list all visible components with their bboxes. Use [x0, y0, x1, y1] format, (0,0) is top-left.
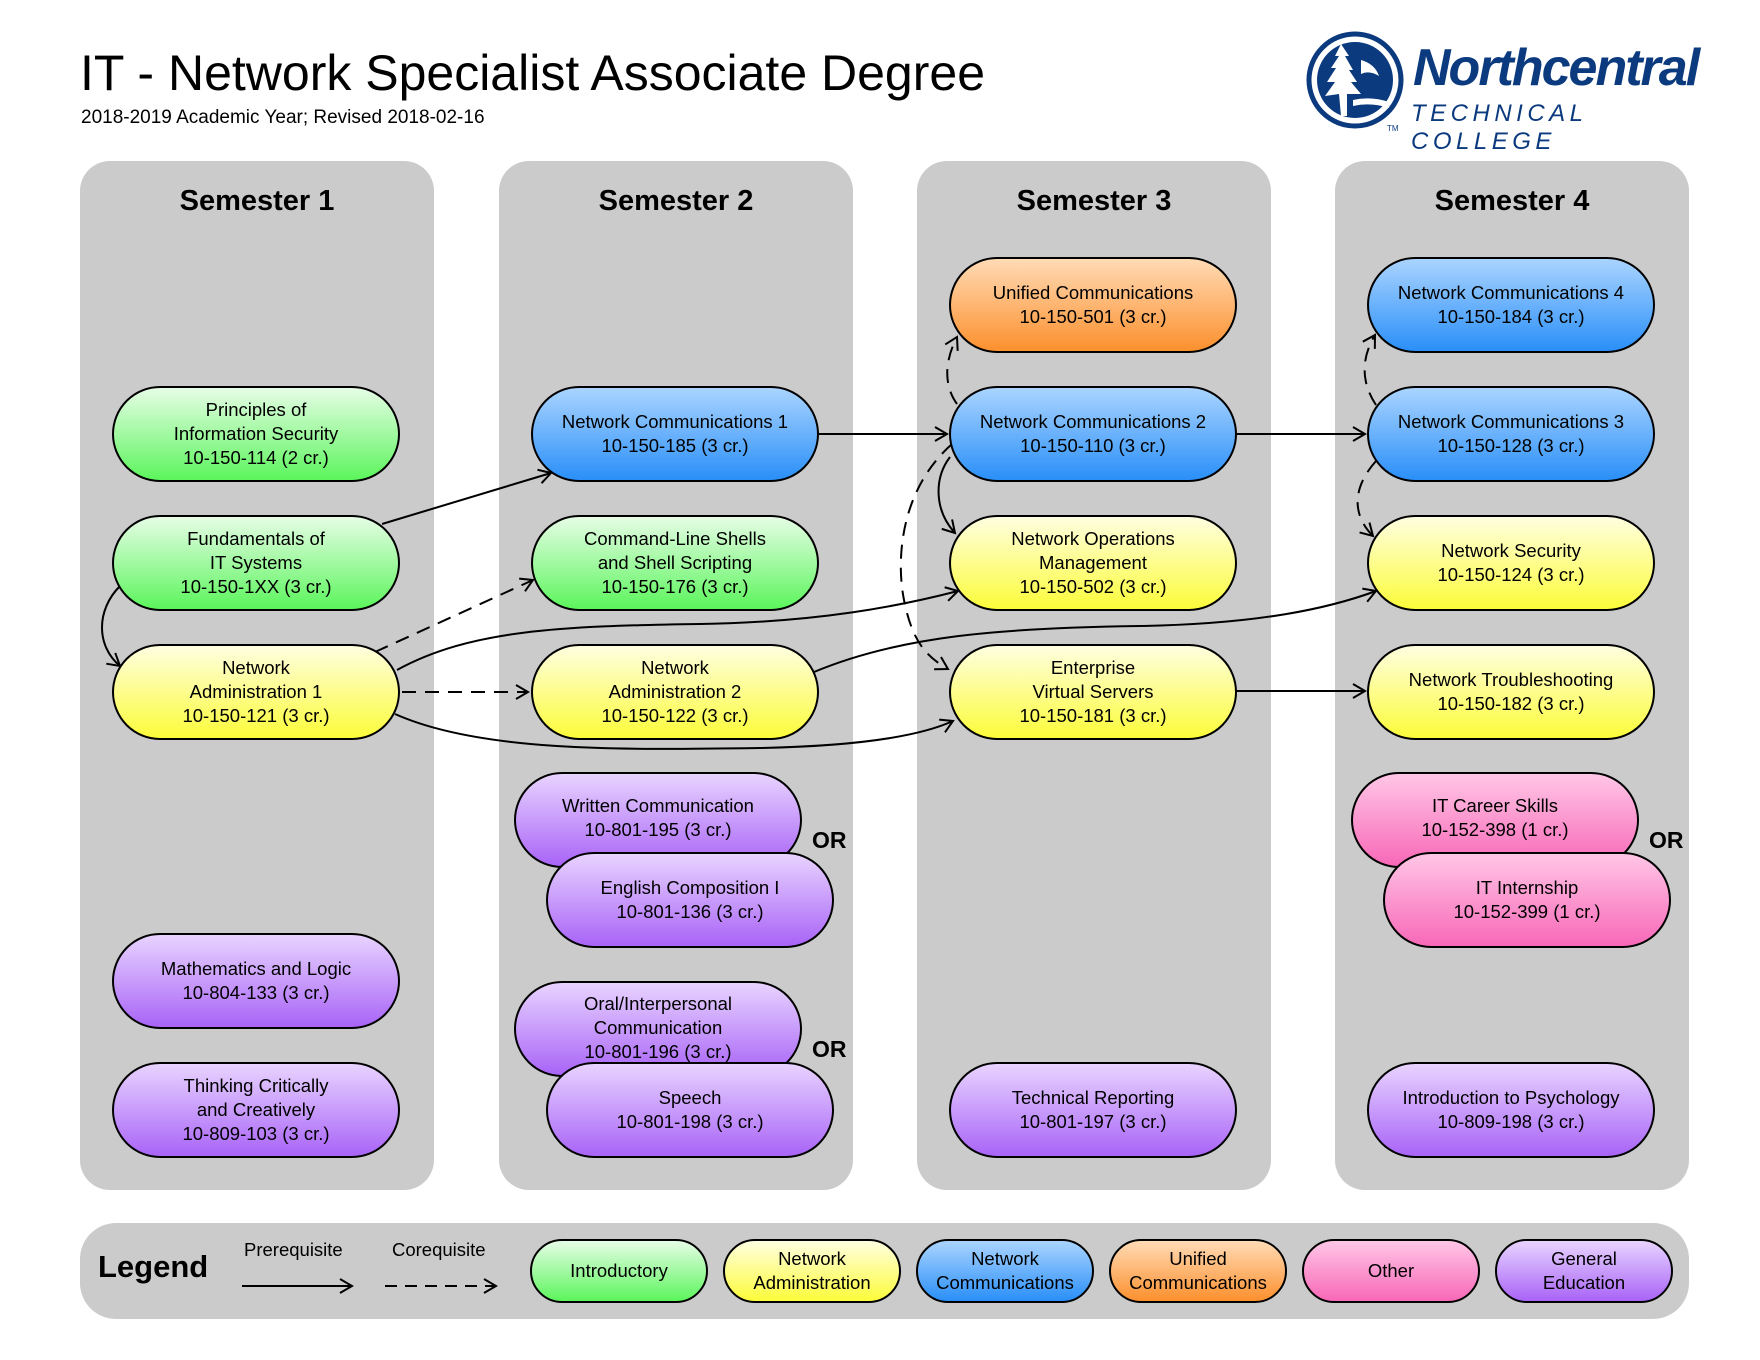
page-subtitle: 2018-2019 Academic Year; Revised 2018-02…	[81, 107, 485, 128]
or-label-oral-speech: OR	[812, 1036, 847, 1062]
legend-prerequisite-label: Prerequisite	[244, 1239, 343, 1260]
legend-network-communications: Network Communications	[916, 1239, 1094, 1303]
college-logo: Northcentral TECHNICAL COLLEGE TM	[1305, 30, 1700, 155]
or-label-written-english: OR	[812, 827, 847, 853]
semester-2-title: Semester 2	[598, 185, 754, 217]
semester-1-title: Semester 1	[179, 185, 335, 217]
legend-unified-communications: Unified Communications	[1109, 1239, 1287, 1303]
legend-network-administration: Network Administration	[723, 1239, 901, 1303]
page-title: IT - Network Specialist Associate Degree	[80, 45, 986, 101]
legend-corequisite-label: Corequisite	[392, 1239, 486, 1260]
legend-general-education: General Education	[1495, 1239, 1673, 1303]
legend: Legend Prerequisite Corequisite Introduc…	[80, 1223, 1689, 1319]
tree-emblem-icon	[1306, 31, 1404, 129]
or-label-career-internship: OR	[1649, 827, 1684, 853]
semester-4-title: Semester 4	[1434, 185, 1590, 217]
logo-name: Northcentral	[1413, 39, 1700, 97]
legend-title: Legend	[98, 1249, 209, 1284]
logo-tagline: TECHNICAL COLLEGE	[1411, 100, 1588, 155]
legend-introductory: Introductory	[530, 1239, 708, 1303]
legend-other: Other	[1302, 1239, 1480, 1303]
logo-trademark: TM	[1387, 124, 1399, 133]
semester-3-title: Semester 3	[1016, 185, 1172, 217]
